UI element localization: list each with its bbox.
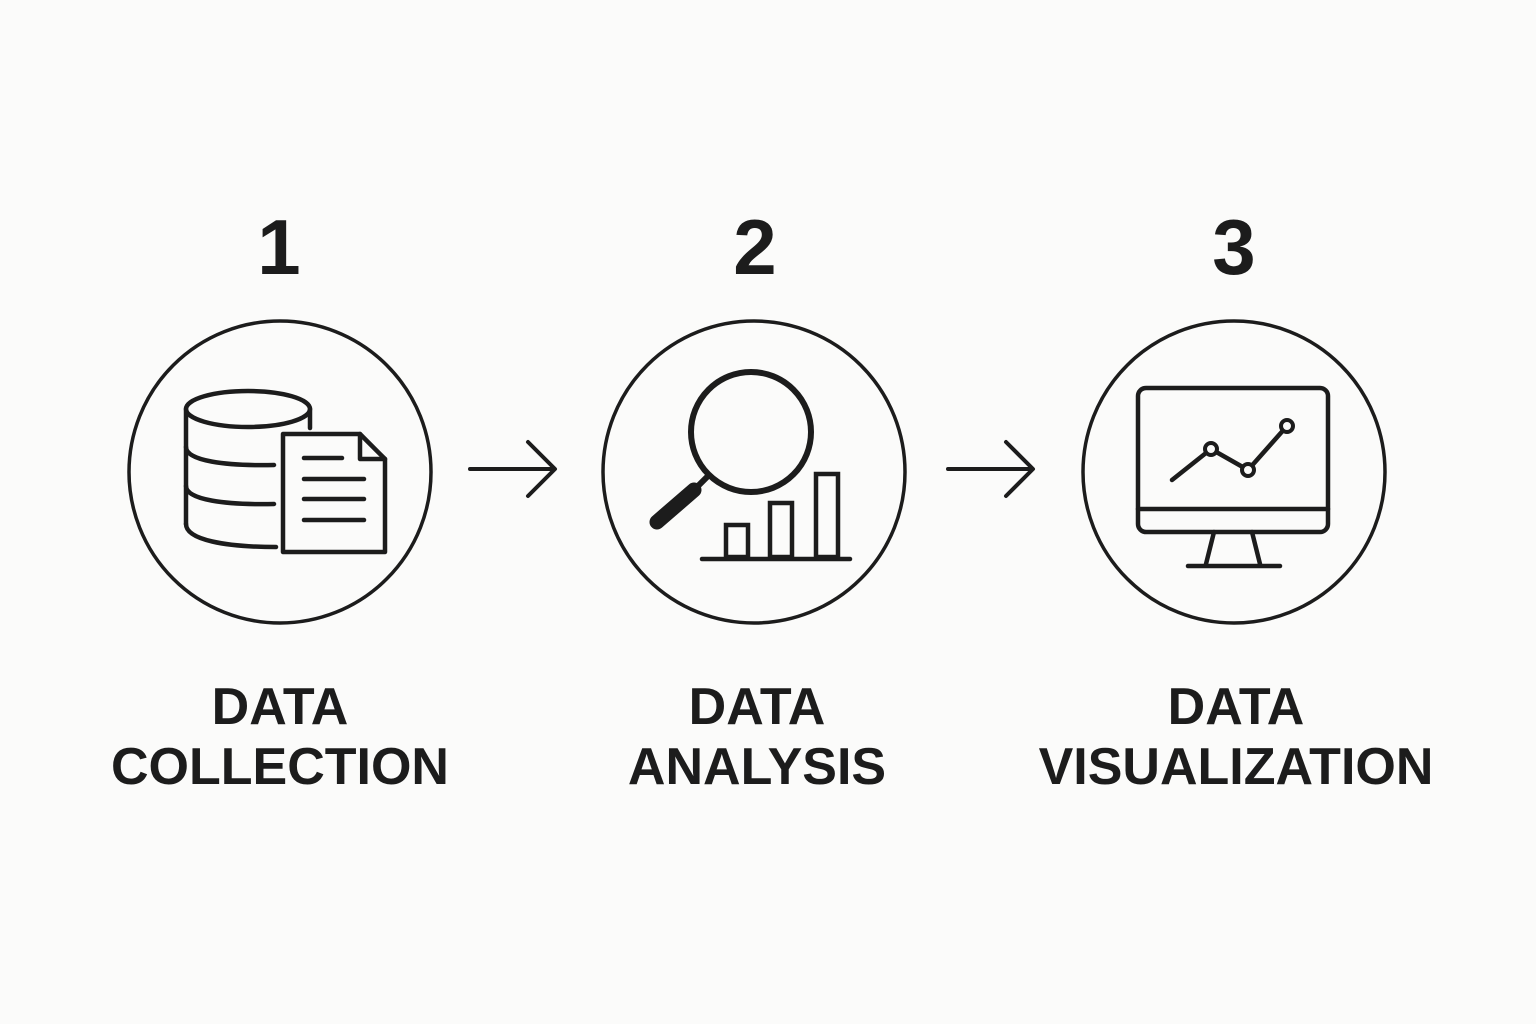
step-1-circle xyxy=(126,318,434,626)
connector-arrow-2 xyxy=(944,434,1040,504)
step-1-label-line2: COLLECTION xyxy=(111,738,449,796)
step-2-label-line1: DATA xyxy=(688,678,826,736)
step-2-label-line2: ANALYSIS xyxy=(627,738,887,796)
monitor-line-chart-icon xyxy=(1081,319,1387,625)
magnifier-bar-chart-icon xyxy=(601,319,907,625)
step-2-label: DATA ANALYSIS xyxy=(537,677,977,797)
step-1-label: DATA COLLECTION xyxy=(60,677,500,797)
step-2-number: 2 xyxy=(733,203,777,291)
connector-arrow-1 xyxy=(466,434,562,504)
step-3-label: DATA VISUALIZATION xyxy=(1016,677,1456,797)
step-3-circle xyxy=(1080,318,1388,626)
step-3-label-line2: VISUALIZATION xyxy=(1038,738,1434,796)
arrow-right-icon xyxy=(468,440,557,498)
database-document-icon xyxy=(127,319,433,625)
step-3-label-line1: DATA xyxy=(1167,678,1305,736)
step-3-number: 3 xyxy=(1212,203,1256,291)
step-1-label-line1: DATA xyxy=(211,678,349,736)
step-1-number: 1 xyxy=(257,203,301,291)
arrow-right-icon xyxy=(946,440,1035,498)
step-2-circle xyxy=(600,318,908,626)
